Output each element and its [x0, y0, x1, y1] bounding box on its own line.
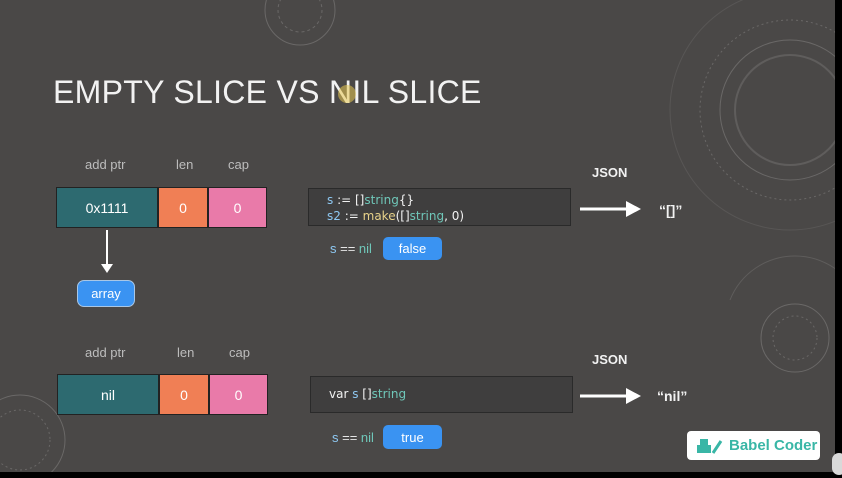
code-token: string: [371, 387, 407, 401]
empty-code-box: s := []string{} s2 := make([]string, 0): [308, 188, 571, 226]
code-token: make: [362, 209, 396, 223]
header-len: len: [177, 345, 195, 360]
babel-coder-logo: Babel Coder: [687, 431, 820, 460]
mouse-cursor-highlight: [338, 85, 356, 103]
down-arrow-icon: [101, 230, 113, 273]
cmp-token: ==: [336, 241, 359, 256]
empty-code-line-2: s2 := make([]string, 0): [327, 209, 464, 223]
code-token: string: [409, 209, 445, 223]
code-token: []: [358, 387, 372, 401]
code-token: {}: [398, 193, 415, 207]
nil-code-box: var s []string: [310, 376, 573, 413]
header-add-ptr: add ptr: [85, 157, 126, 172]
slide-title: EMPTY SLICE VS NIL SLICE: [53, 74, 482, 110]
code-token: s: [352, 387, 359, 401]
header-cap: cap: [228, 157, 249, 172]
code-token: ([]: [395, 209, 410, 223]
empty-json-label: JSON: [592, 165, 628, 180]
empty-code-line-1: s := []string{}: [327, 193, 414, 207]
code-token: []: [355, 193, 365, 207]
header-add-ptr: add ptr: [85, 345, 126, 360]
nil-cap-cell: 0: [209, 374, 268, 415]
code-token: string: [364, 193, 399, 207]
array-badge: array: [77, 280, 135, 307]
code-token: , 0): [444, 209, 465, 223]
window-bottom-edge: [0, 472, 842, 478]
cmp-token: nil: [360, 430, 374, 445]
nil-result-badge: true: [383, 425, 442, 449]
cmp-token: s: [332, 430, 339, 445]
code-token: :=: [340, 209, 363, 223]
nil-len-cell: 0: [159, 374, 209, 415]
nil-json-output: “nil”: [657, 388, 688, 404]
code-token: s: [327, 193, 334, 207]
nil-comparison: s == nil: [332, 430, 374, 445]
empty-json-output: “[]”: [659, 202, 683, 218]
nil-ptr-cell: nil: [57, 374, 159, 415]
right-arrow-icon: [580, 388, 641, 404]
code-token: :=: [333, 193, 355, 207]
empty-len-cell: 0: [158, 187, 208, 228]
empty-result-badge: false: [383, 237, 442, 260]
empty-cap-cell: 0: [208, 187, 267, 228]
code-token: s2: [327, 209, 341, 223]
header-cap: cap: [229, 345, 250, 360]
right-arrow-icon: [580, 201, 641, 217]
cmp-token: s: [330, 241, 337, 256]
scroll-handle[interactable]: [832, 453, 842, 475]
babel-coder-logo-icon: [697, 438, 723, 454]
cmp-token: nil: [358, 241, 372, 256]
decorative-circles: [0, 0, 835, 472]
code-token: var: [329, 387, 353, 401]
header-len: len: [176, 157, 194, 172]
window-edge: [835, 0, 842, 478]
nil-code-line-1: var s []string: [329, 387, 406, 401]
cmp-token: ==: [338, 430, 361, 445]
empty-ptr-cell: 0x1111: [56, 187, 158, 228]
empty-comparison: s == nil: [330, 241, 372, 256]
slide: EMPTY SLICE VS NIL SLICE add ptr len cap…: [0, 0, 835, 472]
logo-text: Babel Coder: [729, 437, 818, 454]
nil-json-label: JSON: [592, 352, 628, 367]
